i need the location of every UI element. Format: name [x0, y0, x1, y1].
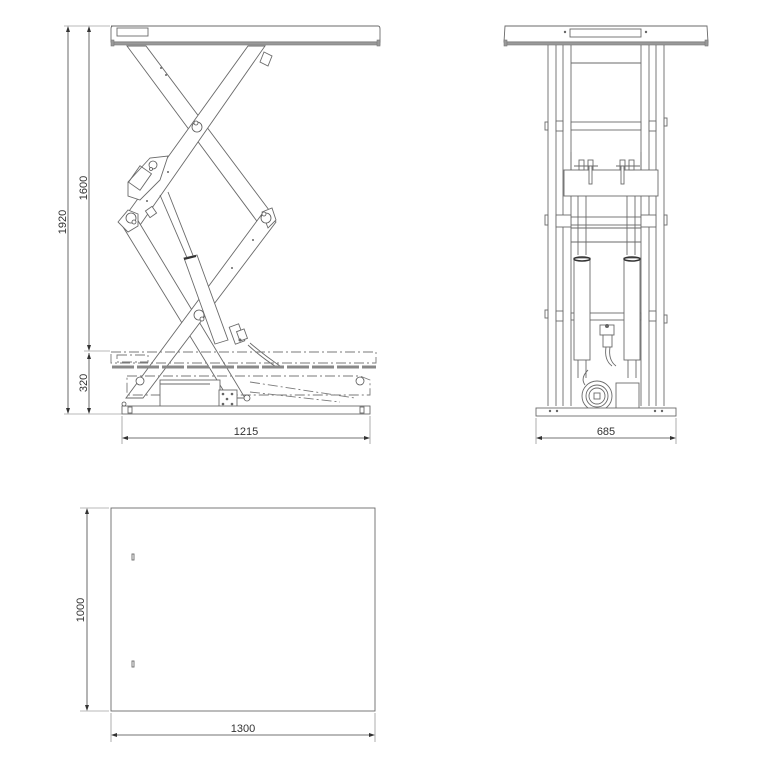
top-view: 1000 1300: [75, 507, 376, 742]
front-cylinders: [573, 256, 641, 378]
dim-width-front: 685: [597, 426, 615, 438]
dim-total-height: 1920: [57, 210, 69, 234]
hydraulic-cylinder: [159, 191, 229, 345]
side-view: 1920 1600 320 1215: [57, 25, 381, 444]
dim-length-top: 1300: [231, 723, 255, 735]
front-valve: [599, 324, 617, 367]
front-cylinder-mount: [563, 152, 659, 255]
front-base: [535, 407, 677, 417]
top-platform-outline: [110, 507, 376, 712]
dim-stroke-height: 1600: [78, 176, 90, 200]
front-platform: [503, 25, 709, 47]
dim-length-side: 1215: [234, 426, 258, 438]
top-dimensions: [80, 507, 376, 742]
front-view: 685: [503, 25, 709, 444]
base-frame: [121, 375, 371, 415]
control-bracket: [127, 155, 169, 219]
front-motor: [581, 369, 640, 415]
valve-assembly: [228, 323, 281, 369]
dim-closed-height: 320: [78, 374, 90, 392]
dim-depth-top: 1000: [75, 598, 87, 622]
lowered-platform: [110, 351, 377, 369]
raised-platform: [110, 25, 381, 47]
side-dimensions: [64, 25, 371, 444]
front-dimensions: [535, 418, 677, 444]
front-columns: [544, 45, 668, 406]
